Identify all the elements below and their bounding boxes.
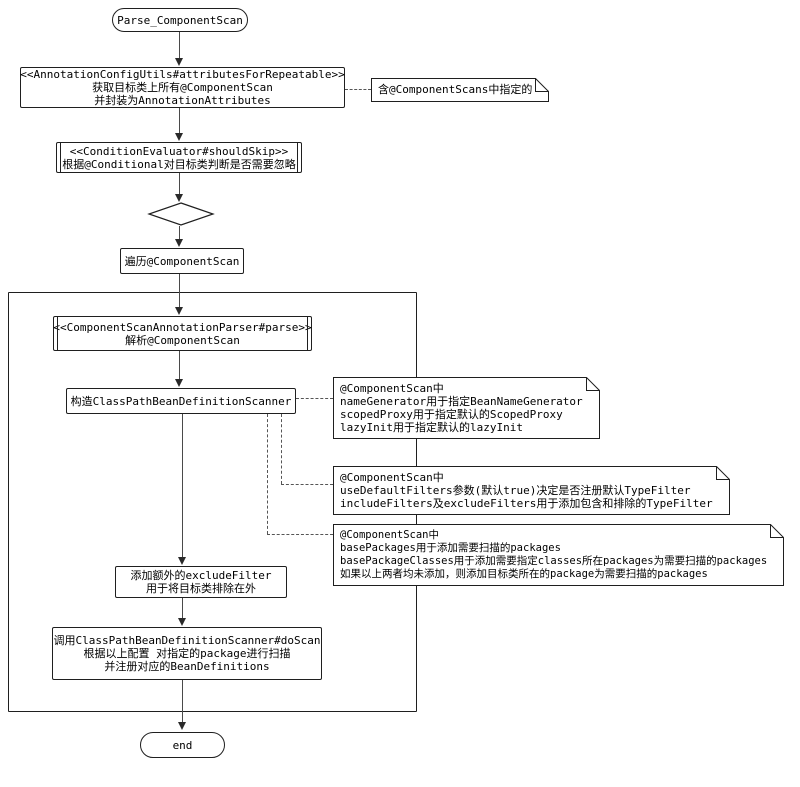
- note-link-dashed: [281, 484, 333, 485]
- decision-diamond: [147, 202, 215, 226]
- flow-arrow-line: [179, 274, 180, 308]
- activity-line: 并注册对应的BeanDefinitions: [104, 660, 270, 673]
- flow-arrowhead: [178, 618, 186, 626]
- flow-arrow-line: [182, 598, 183, 619]
- note-filters: @ComponentScan中 useDefaultFilters参数(默认tr…: [333, 466, 730, 515]
- activity-line: <<AnnotationConfigUtils#attributesForRep…: [20, 68, 345, 81]
- note-component-scans: 含@ComponentScans中指定的: [371, 78, 550, 102]
- note-line: includeFilters及excludeFilters用于添加包含和排除的T…: [340, 497, 713, 510]
- note-link-dashed: [345, 89, 371, 90]
- activity-line: <<ConditionEvaluator#shouldSkip>>: [69, 144, 289, 158]
- flow-arrowhead: [175, 58, 183, 66]
- activity-line: 并封装为AnnotationAttributes: [94, 94, 271, 107]
- flow-arrowhead: [175, 307, 183, 315]
- note-fold-icon: [535, 78, 550, 92]
- note-link-dashed: [267, 534, 333, 535]
- note-line: basePackages用于添加需要扫描的packages: [340, 542, 561, 554]
- note-line: basePackageClasses用于添加需要指定classes所在packa…: [340, 555, 768, 567]
- flow-arrow-line: [179, 173, 180, 195]
- activity-line: 根据@Conditional对目标类判断是否需要忽略: [62, 157, 296, 171]
- activity-iterate-component-scan: 遍历@ComponentScan: [120, 248, 244, 274]
- flow-arrow-line: [182, 414, 183, 558]
- flow-arrowhead: [178, 557, 186, 565]
- activity-do-scan: 调用ClassPathBeanDefinitionScanner#doScan …: [52, 627, 322, 680]
- flow-arrow-line: [182, 680, 183, 723]
- flow-arrow-line: [179, 32, 180, 59]
- note-fold-icon: [585, 377, 600, 391]
- end-node: end: [140, 732, 225, 758]
- start-label: Parse_ComponentScan: [117, 13, 243, 27]
- flow-arrowhead: [178, 722, 186, 730]
- note-line: 含@ComponentScans中指定的: [378, 83, 533, 96]
- note-line: 如果以上两者均未添加，则添加目标类所在的package为需要扫描的package…: [340, 568, 708, 580]
- note-link-dashed: [296, 398, 333, 399]
- note-packages: @ComponentScan中 basePackages用于添加需要扫描的pac…: [333, 524, 785, 586]
- activity-line: <<ComponentScanAnnotationParser#parse>>: [53, 320, 312, 334]
- note-line: @ComponentScan中: [340, 382, 444, 395]
- activity-parser-parse: <<ComponentScanAnnotationParser#parse>> …: [53, 316, 312, 351]
- start-node: Parse_ComponentScan: [112, 8, 248, 32]
- end-label: end: [172, 738, 193, 752]
- activity-line: 构造ClassPathBeanDefinitionScanner: [70, 394, 292, 408]
- flow-arrow-line: [179, 108, 180, 134]
- note-scanner-config: @ComponentScan中 nameGenerator用于指定BeanNam…: [333, 377, 600, 439]
- note-fold-icon: [770, 524, 785, 538]
- activity-line: 用于将目标类排除在外: [146, 582, 256, 595]
- note-fold-icon: [715, 466, 730, 480]
- activity-attributes-for-repeatable: <<AnnotationConfigUtils#attributesForRep…: [20, 67, 345, 108]
- activity-line: 解析@ComponentScan: [125, 333, 240, 347]
- activity-line: 根据以上配置 对指定的package进行扫描: [83, 647, 291, 660]
- activity-add-exclude-filter: 添加额外的excludeFilter 用于将目标类排除在外: [115, 566, 287, 598]
- activity-should-skip: <<ConditionEvaluator#shouldSkip>> 根据@Con…: [56, 142, 302, 173]
- activity-line: 遍历@ComponentScan: [124, 254, 240, 268]
- note-link-dashed: [281, 414, 282, 484]
- note-line: lazyInit用于指定默认的lazyInit: [340, 421, 523, 434]
- note-line: nameGenerator用于指定BeanNameGenerator: [340, 395, 583, 408]
- activity-construct-scanner: 构造ClassPathBeanDefinitionScanner: [66, 388, 296, 414]
- activity-line: 获取目标类上所有@ComponentScan: [92, 81, 273, 94]
- note-line: @ComponentScan中: [340, 529, 440, 541]
- flow-arrowhead: [175, 379, 183, 387]
- note-link-dashed: [267, 414, 268, 534]
- flow-arrowhead: [175, 194, 183, 202]
- activity-line: 添加额外的excludeFilter: [130, 569, 272, 582]
- note-line: scopedProxy用于指定默认的ScopedProxy: [340, 408, 563, 421]
- note-line: @ComponentScan中: [340, 471, 444, 484]
- activity-line: 调用ClassPathBeanDefinitionScanner#doScan: [53, 634, 321, 647]
- flow-arrow-line: [179, 226, 180, 240]
- flow-arrowhead: [175, 239, 183, 247]
- note-line: useDefaultFilters参数(默认true)决定是否注册默认TypeF…: [340, 484, 691, 497]
- flow-arrow-line: [179, 351, 180, 379]
- flow-arrowhead: [175, 133, 183, 141]
